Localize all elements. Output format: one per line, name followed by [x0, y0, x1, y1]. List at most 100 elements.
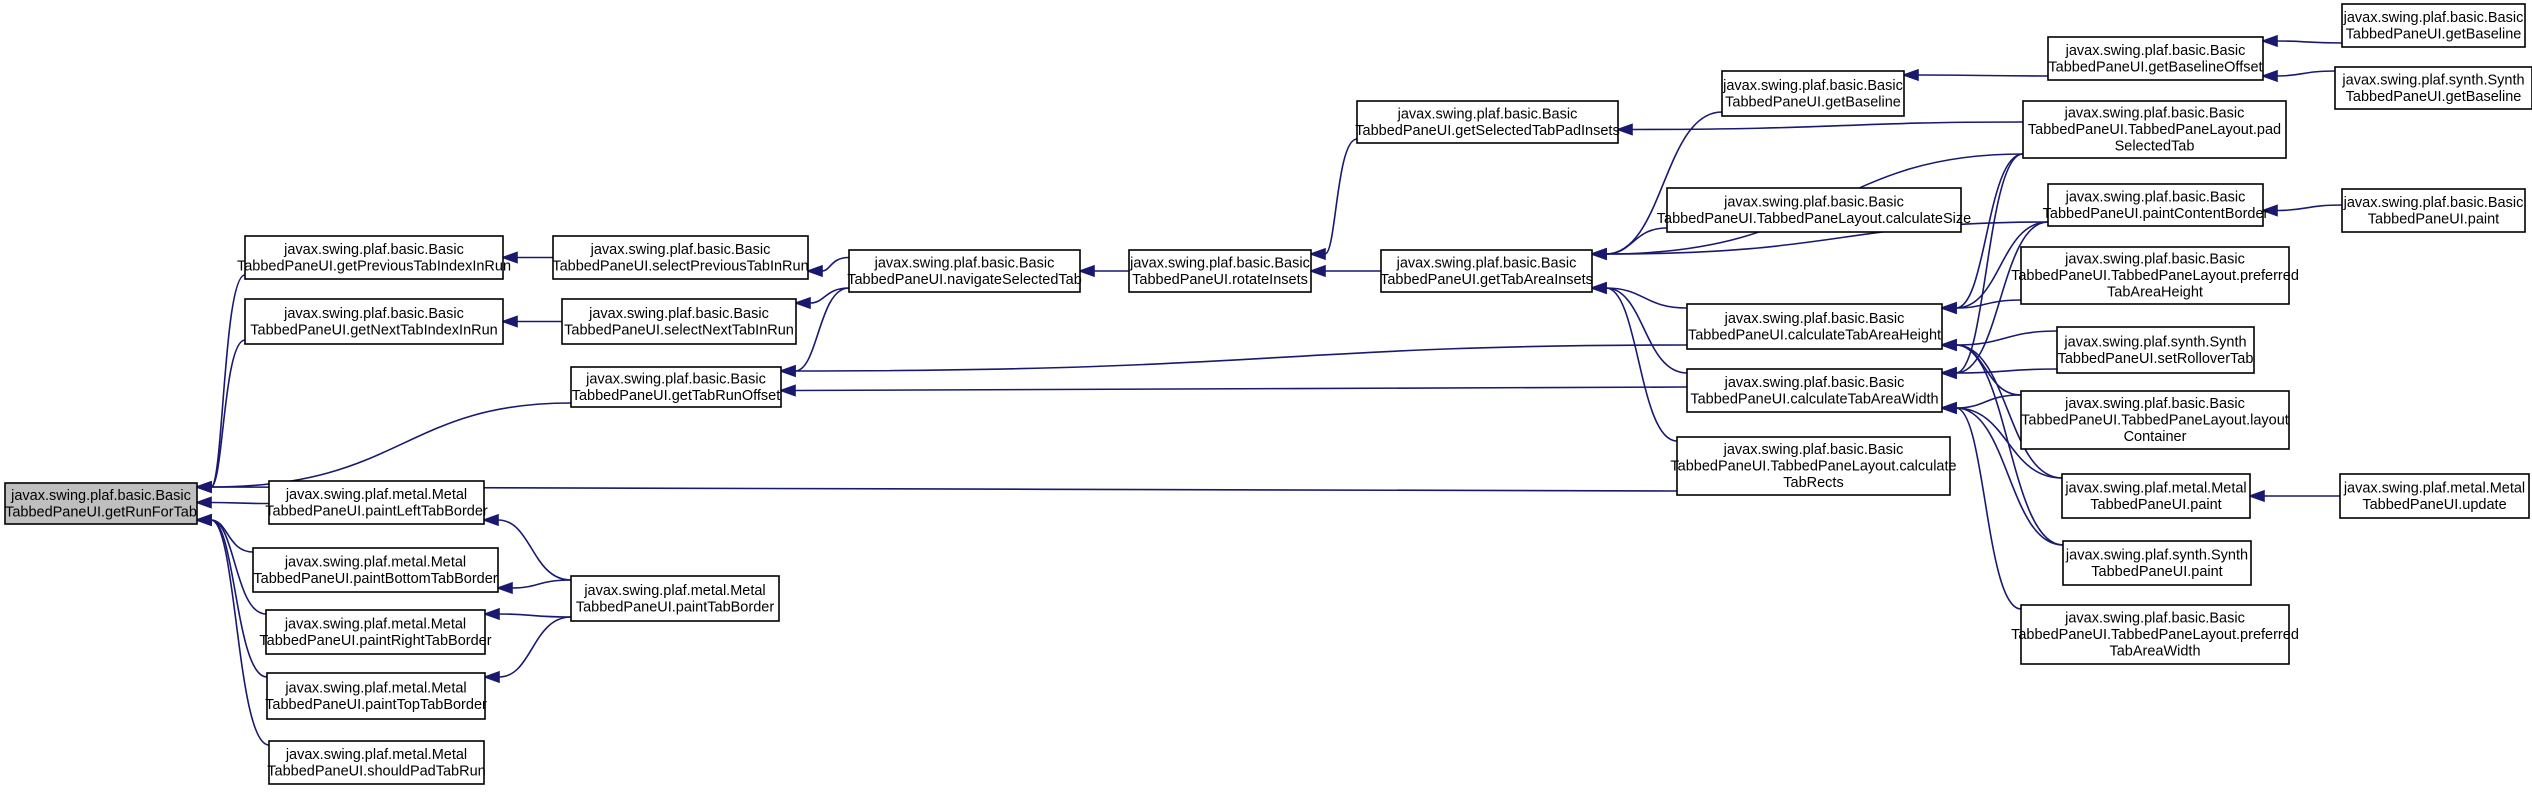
- edge-line: [1955, 368, 2058, 374]
- node-label-line: TabbedPaneUI.paintContentBorder: [2043, 206, 2269, 222]
- node-box: [2334, 66, 2532, 110]
- node-label-line: TabbedPaneUI.selectNextTabInRun: [564, 322, 794, 338]
- node-paintcontent[interactable]: javax.swing.plaf.basic.BasicTabbedPaneUI…: [2043, 183, 2269, 227]
- node-box: [4, 482, 198, 525]
- node-label-line: TabbedPaneUI.navigateSelectedTab: [847, 272, 1082, 288]
- node-label-line: TabbedPaneUI.getBaseline: [2346, 89, 2522, 105]
- node-label-line: TabbedPaneUI.TabbedPaneLayout.layout: [2021, 413, 2289, 429]
- edge-paintTabBorder-to-paintRight: [482, 607, 572, 621]
- node-getbaseline1[interactable]: javax.swing.plaf.basic.BasicTabbedPaneUI…: [1721, 70, 1905, 117]
- node-label-line: javax.swing.plaf.metal.Metal: [2064, 480, 2246, 496]
- edge-line: [1605, 287, 1678, 442]
- node-label-line: TabbedPaneUI.paint: [2368, 211, 2499, 227]
- node-label-line: javax.swing.plaf.metal.Metal: [284, 554, 466, 570]
- node-label-line: TabbedPaneUI.setRolloverTab: [2058, 351, 2254, 367]
- node-label-line: TabbedPaneUI.calculateTabAreaHeight: [1688, 327, 1941, 343]
- node-label-line: javax.swing.plaf.basic.Basic: [1723, 442, 1904, 458]
- node-label-line: SelectedTab: [2115, 139, 2195, 155]
- edge-selPrev-to-getPrevIdx: [500, 251, 553, 264]
- node-label-line: javax.swing.plaf.basic.Basic: [874, 255, 1055, 271]
- edge-setRollover-to-calcHeight: [1939, 330, 2058, 352]
- edge-getTabAreaInsets-to-rotate: [1308, 264, 1382, 278]
- node-label-line: javax.swing.plaf.basic.Basic: [2064, 611, 2245, 627]
- node-shouldpad[interactable]: javax.swing.plaf.metal.MetalTabbedPaneUI…: [267, 740, 486, 785]
- arrowhead: [778, 364, 796, 378]
- node-gettabrunoffset[interactable]: javax.swing.plaf.basic.BasicTabbedPaneUI…: [570, 366, 782, 408]
- arrowhead: [500, 315, 518, 328]
- node-metalpaint[interactable]: javax.swing.plaf.metal.MetalTabbedPaneUI…: [2061, 473, 2251, 519]
- node-padselected[interactable]: javax.swing.plaf.basic.BasicTabbedPaneUI…: [2022, 100, 2287, 159]
- edges-layer: [194, 34, 2343, 746]
- node-label-line: TabbedPaneUI.getBaselineOffset: [2048, 59, 2262, 75]
- arrowhead: [1939, 401, 1957, 415]
- edge-synthGetBaseline-to-getBaselineOffset: [2260, 69, 2336, 83]
- edge-calcHeight-to-getTabRunOffset: [778, 344, 1688, 378]
- edge-paintTabBorder-to-paintTop: [482, 616, 572, 684]
- node-rotate[interactable]: javax.swing.plaf.basic.BasicTabbedPaneUI…: [1128, 249, 1312, 293]
- node-synthgetbaseline[interactable]: javax.swing.plaf.synth.SynthTabbedPaneUI…: [2334, 66, 2532, 110]
- node-prefheight[interactable]: javax.swing.plaf.basic.BasicTabbedPaneUI…: [2011, 246, 2299, 305]
- node-label-line: TabAreaHeight: [2107, 285, 2203, 301]
- node-root[interactable]: javax.swing.plaf.basic.BasicTabbedPaneUI…: [4, 482, 198, 525]
- node-getnextidx[interactable]: javax.swing.plaf.basic.BasicTabbedPaneUI…: [244, 298, 504, 345]
- node-paintbottom[interactable]: javax.swing.plaf.metal.MetalTabbedPaneUI…: [252, 547, 499, 593]
- edge-basicPaint-to-paintContent: [2260, 204, 2343, 217]
- edge-getSelPad-to-rotate: [1308, 138, 1358, 261]
- node-label-line: javax.swing.plaf.basic.Basic: [1722, 78, 1903, 94]
- edge-line: [1955, 344, 2063, 479]
- edge-line: [1324, 138, 1358, 255]
- node-painttabborder[interactable]: javax.swing.plaf.metal.MetalTabbedPaneUI…: [570, 575, 780, 622]
- arrowhead: [482, 670, 500, 684]
- node-calcsize[interactable]: javax.swing.plaf.basic.BasicTabbedPaneUI…: [1657, 187, 1971, 233]
- node-label-line: TabbedPaneUI.paintBottomTabBorder: [253, 571, 497, 587]
- node-box: [1128, 249, 1312, 293]
- node-basicgetbaseline[interactable]: javax.swing.plaf.basic.BasicTabbedPaneUI…: [2341, 3, 2526, 48]
- edge-line: [210, 519, 268, 678]
- edge-line: [2276, 204, 2343, 212]
- node-label-line: Container: [2124, 429, 2187, 445]
- node-paintright[interactable]: javax.swing.plaf.metal.MetalTabbedPaneUI…: [259, 609, 492, 655]
- node-label-line: javax.swing.plaf.basic.Basic: [2065, 43, 2246, 59]
- edge-paintTabBorder-to-paintLeft: [481, 513, 572, 581]
- node-navigate[interactable]: javax.swing.plaf.basic.BasicTabbedPaneUI…: [847, 249, 1082, 293]
- node-box: [2341, 188, 2526, 233]
- edge-line: [1955, 394, 2022, 409]
- node-synthpaint[interactable]: javax.swing.plaf.synth.SynthTabbedPaneUI…: [2062, 540, 2252, 586]
- node-label-line: TabbedPaneUI.getPreviousTabIndexInRun: [237, 258, 511, 274]
- node-calcrects[interactable]: javax.swing.plaf.basic.BasicTabbedPaneUI…: [1670, 436, 1957, 496]
- node-layoutcontainer[interactable]: javax.swing.plaf.basic.BasicTabbedPaneUI…: [2020, 390, 2290, 450]
- node-metalupdate[interactable]: javax.swing.plaf.metal.MetalTabbedPaneUI…: [2339, 473, 2530, 519]
- node-paintleft[interactable]: javax.swing.plaf.metal.MetalTabbedPaneUI…: [265, 480, 488, 525]
- edge-calcRects-to-getTabAreaInsets: [1589, 281, 1678, 442]
- node-selprev[interactable]: javax.swing.plaf.basic.BasicTabbedPaneUI…: [552, 235, 809, 280]
- node-label-line: TabbedPaneUI.TabbedPaneLayout.calculate: [1670, 459, 1956, 475]
- node-label-line: javax.swing.plaf.basic.Basic: [1724, 311, 1905, 327]
- node-setrollover[interactable]: javax.swing.plaf.synth.SynthTabbedPaneUI…: [2056, 326, 2255, 374]
- node-box: [2047, 183, 2264, 227]
- node-label-line: javax.swing.plaf.basic.Basic: [2343, 195, 2524, 211]
- node-getbaselineoffset[interactable]: javax.swing.plaf.basic.BasicTabbedPaneUI…: [2047, 36, 2264, 81]
- edge-paintContent-to-getTabAreaInsets: [1589, 221, 2049, 261]
- node-painttop[interactable]: javax.swing.plaf.metal.MetalTabbedPaneUI…: [265, 672, 487, 720]
- edge-getBaselineOffset-to-getBaseline1: [1901, 68, 2049, 82]
- node-box: [2056, 326, 2255, 374]
- edge-calcWidth-to-getTabAreaInsets: [1589, 281, 1688, 374]
- node-getselpad[interactable]: javax.swing.plaf.basic.BasicTabbedPaneUI…: [1355, 100, 1620, 144]
- node-box: [848, 249, 1081, 293]
- node-box: [1721, 70, 1905, 117]
- node-selnext[interactable]: javax.swing.plaf.basic.BasicTabbedPaneUI…: [561, 298, 797, 345]
- node-getprevidx[interactable]: javax.swing.plaf.basic.BasicTabbedPaneUI…: [237, 235, 511, 280]
- node-calcheight[interactable]: javax.swing.plaf.basic.BasicTabbedPaneUI…: [1686, 303, 1943, 350]
- node-calcwidth[interactable]: javax.swing.plaf.basic.BasicTabbedPaneUI…: [1686, 368, 1943, 413]
- edge-line: [210, 486, 1678, 492]
- edge-line: [1631, 121, 2024, 131]
- arrowhead: [500, 251, 518, 264]
- node-label-line: TabbedPaneUI.paintTopTabBorder: [265, 697, 487, 713]
- node-gettabareainsets[interactable]: javax.swing.plaf.basic.BasicTabbedPaneUI…: [1380, 249, 1593, 293]
- node-basicpaint[interactable]: javax.swing.plaf.basic.BasicTabbedPaneUI…: [2341, 188, 2526, 233]
- node-label-line: TabbedPaneUI.getNextTabIndexInRun: [250, 322, 497, 338]
- node-label-line: javax.swing.plaf.basic.Basic: [2064, 252, 2245, 268]
- node-box: [1686, 303, 1943, 350]
- node-prefwidth[interactable]: javax.swing.plaf.basic.BasicTabbedPaneUI…: [2011, 604, 2299, 665]
